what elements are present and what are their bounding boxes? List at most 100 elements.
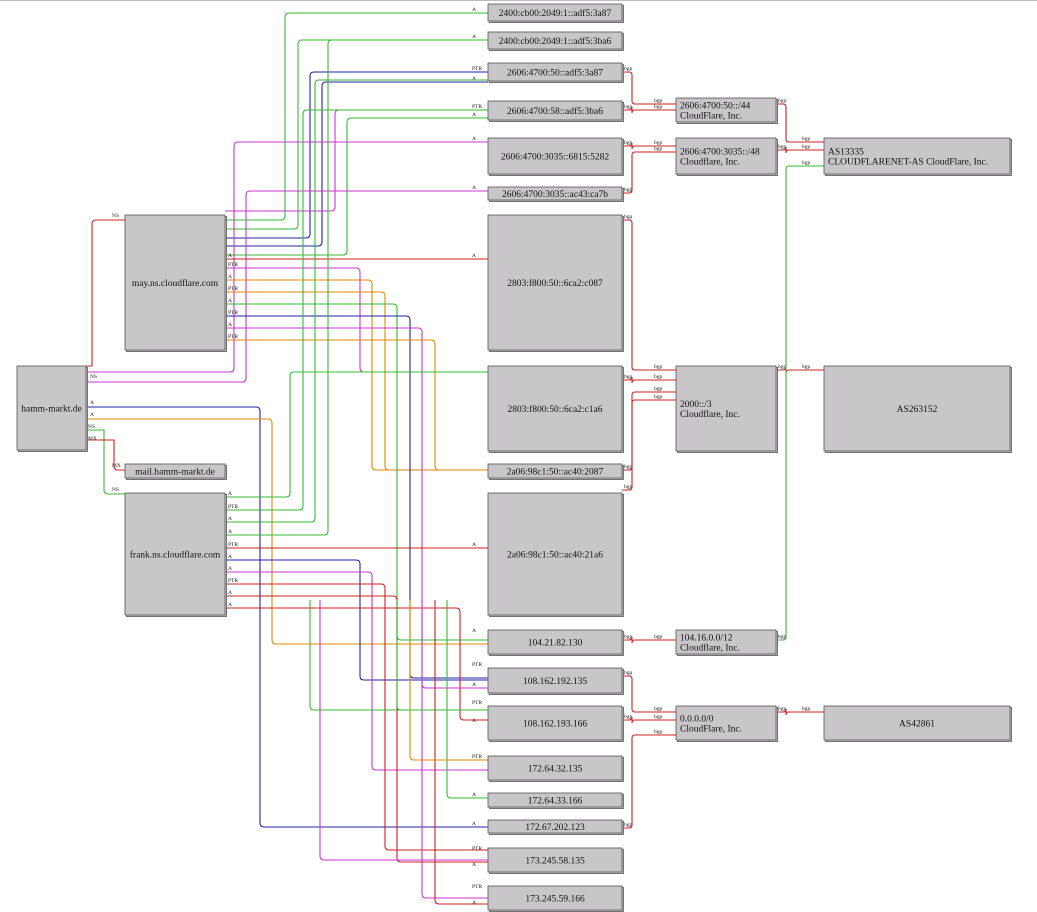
mail-server-node[interactable]: mail.hamm-markt.de xyxy=(124,463,227,480)
ipv4-address-node-box xyxy=(487,885,623,911)
edge-label: NS xyxy=(90,374,97,380)
edge-label: PTR xyxy=(472,754,482,760)
edge-label: bgp xyxy=(654,394,663,400)
ipv6-address-node-label: 2606:4700:3035::6815:5282 xyxy=(501,153,609,163)
edge-label: A xyxy=(472,136,476,142)
edge-32 xyxy=(396,600,488,711)
edge-label: A xyxy=(228,516,232,522)
edge-21 xyxy=(225,39,488,536)
edge-label: bgp xyxy=(624,670,633,676)
edge-27 xyxy=(225,607,488,721)
edge-label: A xyxy=(472,7,476,13)
edge-label: bgp xyxy=(802,364,811,370)
ipv6-address-node[interactable]: 2400:cb00:2049:1::adf5:3ba6 xyxy=(487,31,624,51)
edge-layer: AAPTRAPTRAAANSNSNSNSMXMXAAPTRAPTRAPTRAPT… xyxy=(86,7,824,906)
nameserver-frank-node[interactable]: frank.ns.cloudflare.com xyxy=(124,492,227,617)
edge-label: PTR xyxy=(228,262,238,268)
as-node-42861-label: AS42861 xyxy=(899,720,935,730)
ipv4-address-node[interactable]: 108.162.193.166 xyxy=(487,705,624,742)
edge-label: A xyxy=(472,34,476,40)
ipv4-address-node[interactable]: 104.21.82.130 xyxy=(487,629,624,656)
as-node-13335-label: AS13335 xyxy=(828,148,864,158)
edge-label: MX xyxy=(88,436,97,442)
edge-label: PTR xyxy=(228,578,238,584)
ipv4-address-node[interactable]: 173.245.58.135 xyxy=(487,847,624,874)
ipv6-address-node-label: 2803:f800:50::6ca2:c1a6 xyxy=(508,404,603,415)
ipv4-address-node-label: 172.67.202.123 xyxy=(525,823,585,833)
ipv6-address-node[interactable]: 2606:4700:58::adf5:3ba6 xyxy=(487,100,624,122)
ipv6-address-node[interactable]: 2a06:98c1:50::ac40:2087 xyxy=(487,463,624,480)
edge-label: A xyxy=(90,400,94,406)
bgp-edge-48 xyxy=(776,146,824,154)
edge-label: PTR xyxy=(472,66,482,72)
ipv6-address-node[interactable]: 2606:4700:50::adf5:3a87 xyxy=(487,62,624,83)
edge-label: A xyxy=(472,628,476,634)
edge-label: A xyxy=(228,602,232,608)
ipv6-address-node-box xyxy=(487,62,623,82)
edge-label: bgp xyxy=(654,140,663,146)
ipv6-address-node-label: 2400:cb00:2049:1::adf5:3a87 xyxy=(499,8,612,19)
prefix-node-box xyxy=(675,365,777,452)
edge-26 xyxy=(225,595,488,863)
ipv4-address-node[interactable]: 108.162.192.135 xyxy=(487,667,624,695)
bgp-edge-46 xyxy=(622,734,676,829)
edge-25 xyxy=(225,583,488,851)
ipv6-address-node[interactable]: 2a06:98c1:50::ac40:21a6 xyxy=(487,492,624,617)
edge-label: A xyxy=(228,491,232,497)
prefix-node-box xyxy=(675,629,777,655)
edge-label: bgp xyxy=(624,714,633,720)
edge-label: bgp xyxy=(624,464,633,470)
ipv4-address-node-label: 108.162.193.166 xyxy=(523,720,587,730)
ipv4-address-node[interactable]: 172.64.33.166 xyxy=(487,792,624,809)
edge-label: bgp xyxy=(802,136,811,142)
as-node-42861[interactable]: AS42861 xyxy=(823,705,1012,742)
edge-label: NS xyxy=(112,487,119,493)
ipv6-address-node[interactable]: 2606:4700:3035::ac43:ca7b xyxy=(487,186,624,202)
edge-label: bgp xyxy=(624,140,633,146)
nameserver-may-node[interactable]: may.ns.cloudflare.com xyxy=(124,214,227,352)
ipv6-address-node-box xyxy=(487,492,623,616)
edge-label: bgp xyxy=(654,634,663,640)
ipv4-address-node-box xyxy=(487,819,623,834)
ipv4-address-node[interactable]: 172.64.32.135 xyxy=(487,755,624,782)
ipv4-address-node-box xyxy=(487,705,623,741)
bgp-edge-51 xyxy=(776,708,824,716)
edge-label: PTR xyxy=(228,542,238,548)
ipv6-address-node[interactable]: 2606:4700:3035::6815:5282 xyxy=(487,137,624,176)
domain-node-label: hamm-markt.de xyxy=(21,405,81,415)
nameserver-frank-node-label: frank.ns.cloudflare.com xyxy=(130,550,221,561)
bgp-edge-44 xyxy=(622,675,676,713)
edge-label: bgp xyxy=(654,104,663,110)
domain-node[interactable]: hamm-markt.de xyxy=(16,365,88,452)
as-node-263152-label: AS263152 xyxy=(897,405,938,415)
bgp-edge-38 xyxy=(622,151,676,194)
edge-label: bgp xyxy=(624,66,633,72)
ipv4-address-node-label: 173.245.59.166 xyxy=(525,895,585,905)
prefix-node-label: CloudFlare, Inc. xyxy=(680,725,742,735)
prefix-node-label: Cloudflare, Inc. xyxy=(680,157,740,168)
ipv4-address-node[interactable]: 172.67.202.123 xyxy=(487,819,624,835)
ipv6-address-node[interactable]: 2803:f800:50::6ca2:c087 xyxy=(487,214,624,352)
bgp-edge-35 xyxy=(622,71,676,105)
as-node-42861-box xyxy=(823,705,1011,741)
ipv6-address-node[interactable]: 2400:cb00:2049:1::adf5:3a87 xyxy=(487,3,624,23)
mail-server-node-label: mail.hamm-markt.de xyxy=(135,468,215,478)
edge-label: PTR xyxy=(228,504,238,510)
edge-14 xyxy=(225,327,488,689)
as-node-263152[interactable]: AS263152 xyxy=(823,365,1012,453)
ipv4-address-node-label: 172.64.33.166 xyxy=(528,797,583,807)
ipv4-address-node[interactable]: 173.245.59.166 xyxy=(487,885,624,912)
edge-label: bgp xyxy=(778,144,787,150)
ipv6-address-node[interactable]: 2803:f800:50::6ca2:c1a6 xyxy=(487,365,624,453)
edge-label: bgp xyxy=(624,214,633,220)
edge-label: bgp xyxy=(654,146,663,152)
edge-label: bgp xyxy=(802,144,811,150)
node-layer: hamm-markt.de may.ns.cloudflare.com frank.… xyxy=(16,3,1012,912)
edge-0 xyxy=(225,12,488,221)
